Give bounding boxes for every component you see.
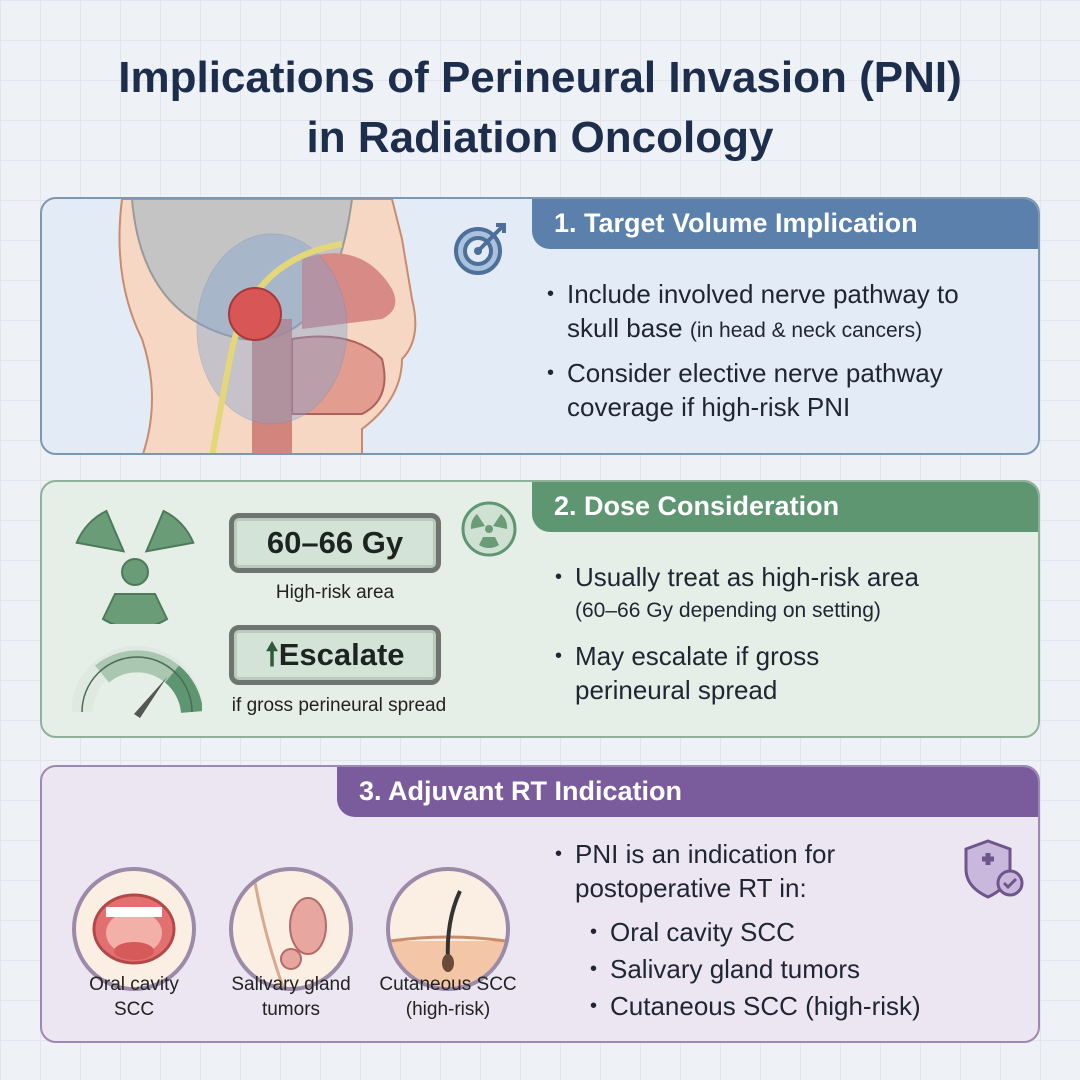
icon-label-line: Salivary gland [231, 974, 351, 995]
title-line-1: Implications of Perineural Invasion (PNI… [118, 53, 962, 102]
dose-caption: High-risk area [275, 582, 395, 603]
bullet-item: • May escalate if gross perineural sprea… [555, 639, 820, 707]
target-icon [454, 223, 506, 275]
sub-bullet-item: • Salivary gland tumors [590, 951, 921, 988]
bullet-item: • PNI is an indication for postoperative… [555, 837, 836, 905]
skin-hair-icon [386, 867, 510, 991]
sub-bullet-text: Salivary gland tumors [610, 954, 860, 984]
section-2-header: 2. Dose Consideration [532, 482, 1038, 532]
sub-bullet-item: • Oral cavity SCC [590, 914, 921, 951]
icon-label-line: tumors [261, 999, 321, 1020]
page-title: Implications of Perineural Invasion (PNI… [0, 48, 1080, 168]
target-volume-panel: 1. Target Volume Implication • Include i… [40, 197, 1040, 455]
section-1-header: 1. Target Volume Implication [532, 199, 1038, 249]
icon-label: Cutaneous SCC (high-risk) [363, 972, 533, 1022]
bullet-dot: • [555, 566, 563, 588]
escalate-badge: 🠕Escalate [229, 625, 441, 685]
escalate-caption: if gross perineural spread [231, 695, 447, 716]
head-neck-anatomy-illustration [118, 199, 417, 453]
icon-label-line: SCC [113, 999, 155, 1020]
icon-label-line: Cutaneous SCC [379, 974, 517, 995]
radiation-badge-icon [461, 501, 517, 557]
shield-medical-icon [964, 839, 1024, 899]
gauge-icon [72, 646, 202, 718]
bullet-text: skull base [567, 313, 683, 343]
bullet-text: May escalate if gross [575, 641, 820, 671]
bullet-dot: • [547, 283, 555, 305]
bullet-text: PNI is an indication for [575, 839, 836, 869]
salivary-gland-icon [229, 867, 353, 991]
bullet-dot: • [547, 362, 555, 384]
title-line-2: in Radiation Oncology [306, 113, 774, 162]
arrow-up-icon: 🠕 [265, 637, 279, 672]
bullet-item: • Include involved nerve pathway to skul… [547, 277, 959, 348]
bullet-text: Consider elective nerve pathway [567, 358, 943, 388]
icon-label-line: Oral cavity [89, 974, 179, 995]
bullet-dot: • [590, 958, 598, 980]
sub-bullet-text: Oral cavity SCC [610, 917, 795, 947]
dose-panel: 60–66 Gy High-risk area 🠕Escalate if gro… [40, 480, 1040, 738]
dose-range-badge: 60–66 Gy [229, 513, 441, 573]
sub-bullet-item: • Cutaneous SCC (high-risk) [590, 988, 921, 1025]
sub-bullet-list: •Oral cavity SCC •Salivary gland tumors … [590, 914, 921, 1025]
icon-label-line: (high-risk) [405, 999, 491, 1020]
sub-bullet-text: Cutaneous SCC (high-risk) [610, 991, 921, 1021]
bullet-note: (in head & neck cancers) [689, 319, 923, 342]
radiation-icon [75, 509, 195, 624]
bullet-text: Include involved nerve pathway to [567, 279, 959, 309]
icon-label: Salivary gland tumors [206, 972, 376, 1022]
bullet-dot: • [590, 921, 598, 943]
bullet-dot: • [590, 995, 598, 1017]
bullet-dot: • [555, 645, 563, 667]
bullet-item: • Usually treat as high-risk area (60–66… [555, 560, 919, 628]
bullet-text: perineural spread [575, 675, 778, 705]
bullet-text: (60–66 Gy depending on setting) [575, 599, 881, 622]
escalate-label: Escalate [278, 637, 405, 672]
bullet-dot: • [555, 843, 563, 865]
bullet-item: • Consider elective nerve pathway covera… [547, 356, 943, 424]
bullet-text: postoperative RT in: [575, 873, 807, 903]
section-3-header: 3. Adjuvant RT Indication [337, 767, 1038, 817]
oral-cavity-icon [72, 867, 196, 991]
bullet-text: coverage if high-risk PNI [567, 392, 851, 422]
bullet-text: Usually treat as high-risk area [575, 562, 919, 592]
